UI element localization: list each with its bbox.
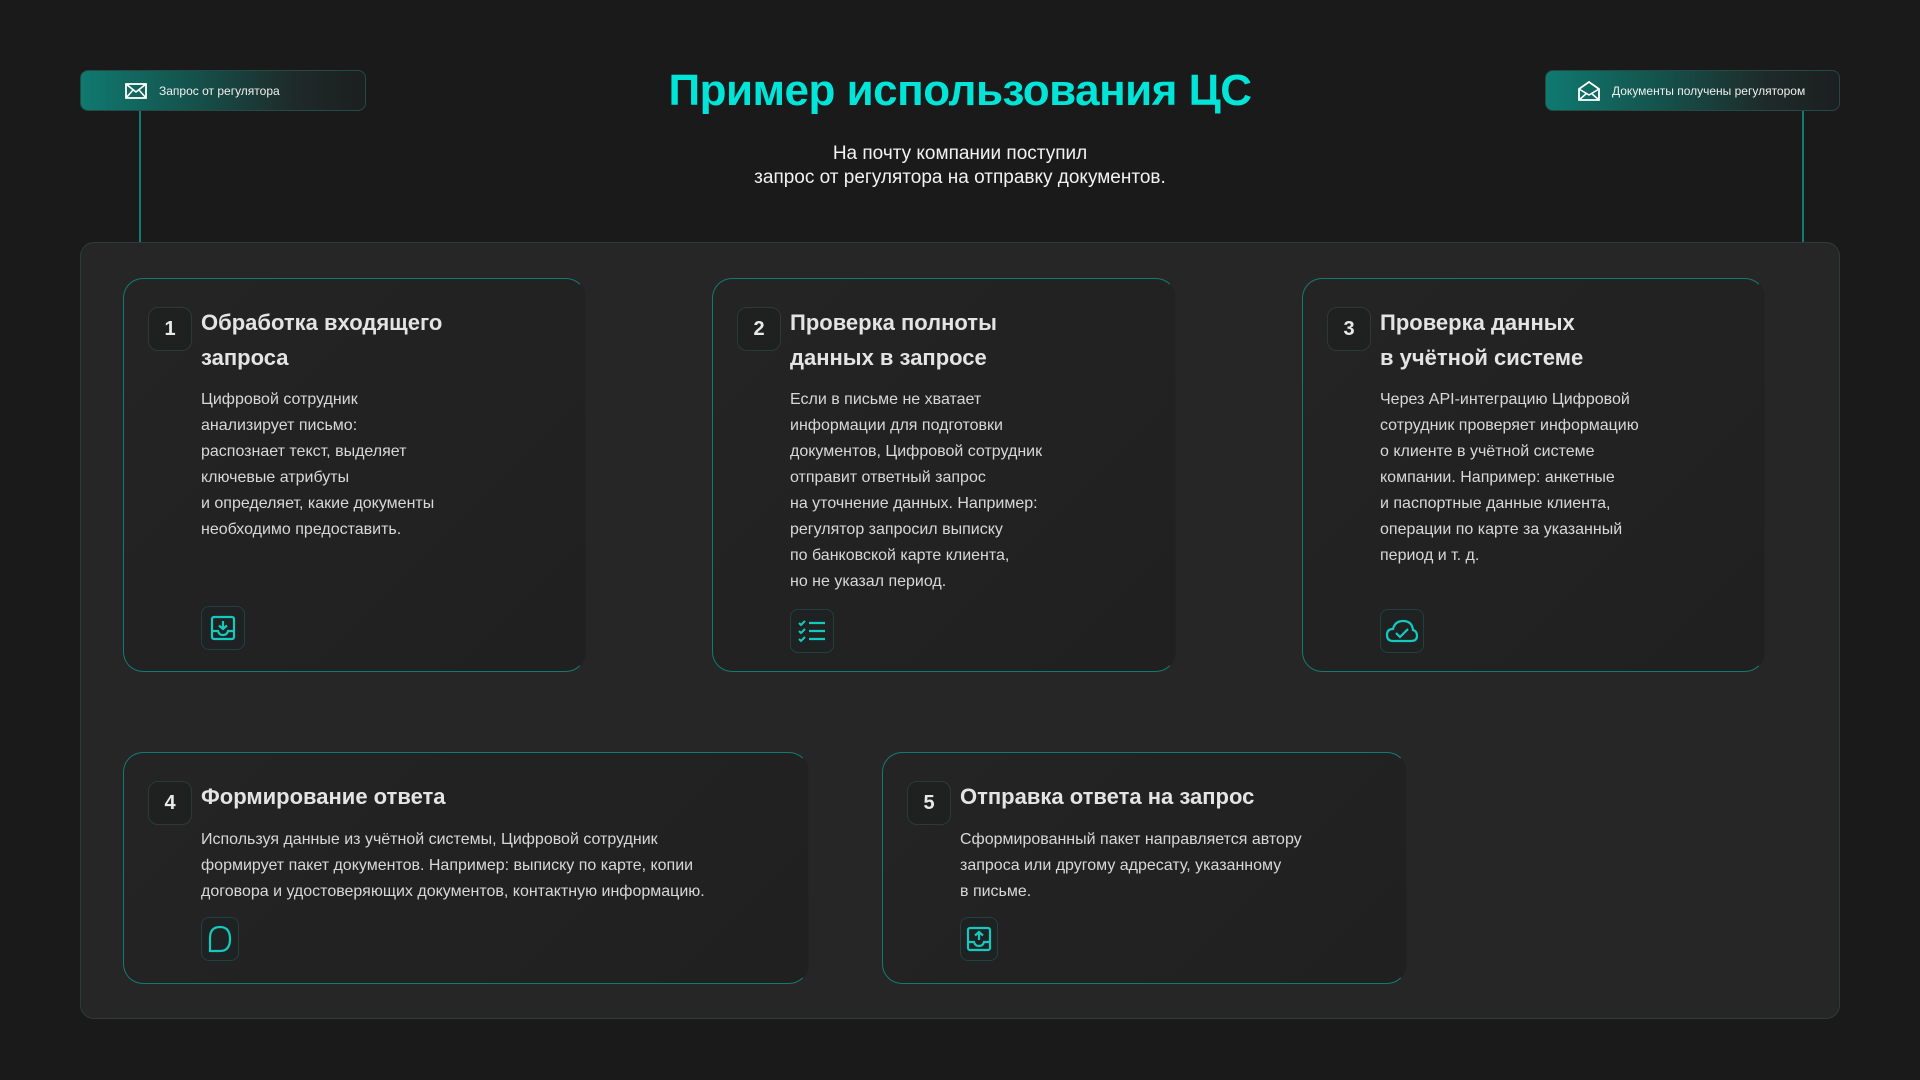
subtitle-line-2: запрос от регулятора на отправку докумен… bbox=[754, 167, 1166, 188]
step-card-5: 5 Отправка ответа на запрос Сформированн… bbox=[882, 752, 1407, 984]
step-card-3: 3 Проверка данных в учётной системе Чере… bbox=[1302, 278, 1765, 672]
step-card-4: 4 Формирование ответа Используя данные и… bbox=[123, 752, 809, 984]
step-card-1: 1 Обработка входящего запроса Цифровой с… bbox=[123, 278, 586, 672]
inbox-upload-icon bbox=[960, 917, 998, 961]
step-number: 1 bbox=[148, 307, 192, 351]
end-badge: Документы получены регулятором bbox=[1545, 70, 1840, 111]
step-title: Отправка ответа на запрос bbox=[960, 784, 1255, 809]
subtitle-line-1: На почту компании поступил bbox=[832, 143, 1088, 164]
step-number: 4 bbox=[148, 781, 192, 825]
cloud-check-icon bbox=[1380, 609, 1424, 653]
inbox-download-icon bbox=[201, 606, 245, 650]
step-description: Если в письме не хватает информации для … bbox=[790, 391, 1043, 590]
step-title: Обработка входящего запроса bbox=[201, 310, 443, 370]
step-title: Проверка данных в учётной системе bbox=[1380, 310, 1584, 370]
step-number: 3 bbox=[1327, 307, 1371, 351]
step-description: Через API-интеграцию Цифровой сотрудник … bbox=[1380, 391, 1639, 564]
page-subtitle: На почту компании поступил запрос от рег… bbox=[0, 142, 1920, 190]
envelope-open-icon bbox=[1578, 80, 1600, 101]
step-description: Сформированный пакет направляется автору… bbox=[960, 831, 1302, 900]
chat-bubble-icon bbox=[201, 917, 239, 961]
step-title: Формирование ответа bbox=[201, 784, 446, 809]
step-card-2: 2 Проверка полноты данных в запросе Если… bbox=[712, 278, 1176, 672]
checklist-icon bbox=[790, 609, 834, 653]
step-description: Используя данные из учётной системы, Циф… bbox=[201, 831, 705, 900]
page-title: Пример использования ЦС bbox=[668, 66, 1252, 115]
start-badge: Запрос от регулятора bbox=[80, 70, 366, 111]
step-title: Проверка полноты данных в запросе bbox=[790, 310, 997, 370]
step-number: 5 bbox=[907, 781, 951, 825]
start-badge-label: Запрос от регулятора bbox=[159, 83, 280, 98]
step-number: 2 bbox=[737, 307, 781, 351]
end-badge-label: Документы получены регулятором bbox=[1612, 83, 1806, 98]
step-description: Цифровой сотрудник анализирует письмо: р… bbox=[201, 391, 435, 538]
envelope-icon bbox=[125, 82, 147, 100]
